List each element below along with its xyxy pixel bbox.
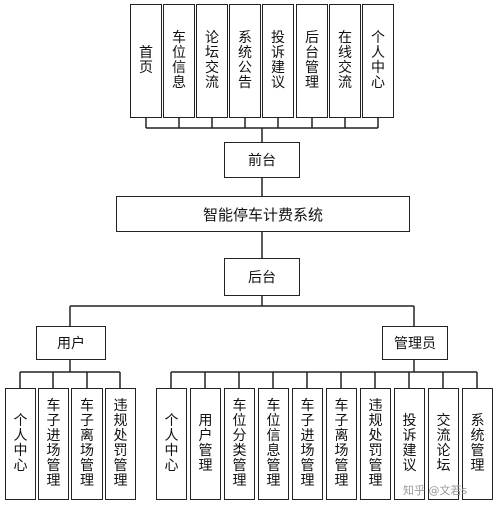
admin-module-car-entry: 车子进场管理 [292, 388, 323, 500]
zhihu-watermark: 知乎 @文若s [403, 482, 467, 498]
module-personal-center: 个人中心 [362, 4, 394, 118]
admin-module-space-info: 车位信息管理 [258, 388, 289, 500]
backend-node: 后台 [224, 258, 300, 296]
module-online-chat: 在线交流 [329, 4, 361, 118]
admin-role-node: 管理员 [382, 326, 448, 360]
user-module-car-entry: 车子进场管理 [38, 388, 69, 500]
module-announcement: 系统公告 [229, 4, 261, 118]
module-forum: 论坛交流 [196, 4, 228, 118]
admin-module-car-exit: 车子离场管理 [326, 388, 357, 500]
admin-module-system: 系统管理 [462, 388, 493, 500]
admin-module-space-category: 车位分类管理 [224, 388, 255, 500]
module-home: 首页 [130, 4, 162, 118]
admin-module-complaint: 投诉建议 [394, 388, 425, 500]
admin-module-violation: 违规处罚管理 [360, 388, 391, 500]
admin-module-personal-center: 个人中心 [156, 388, 187, 500]
watermark-text: 知乎 @文若s [403, 484, 468, 497]
user-module-violation: 违规处罚管理 [105, 388, 136, 500]
system-title-node: 智能停车计费系统 [116, 196, 410, 232]
admin-module-user-mgmt: 用户管理 [190, 388, 221, 500]
module-backend: 后台管理 [296, 4, 328, 118]
admin-module-forum: 交流论坛 [428, 388, 459, 500]
user-module-personal-center: 个人中心 [5, 388, 36, 500]
user-module-car-exit: 车子离场管理 [71, 388, 103, 500]
module-parking-info: 车位信息 [163, 4, 195, 118]
module-complaint: 投诉建议 [262, 4, 294, 118]
frontend-node: 前台 [224, 142, 300, 178]
user-role-node: 用户 [36, 326, 106, 360]
